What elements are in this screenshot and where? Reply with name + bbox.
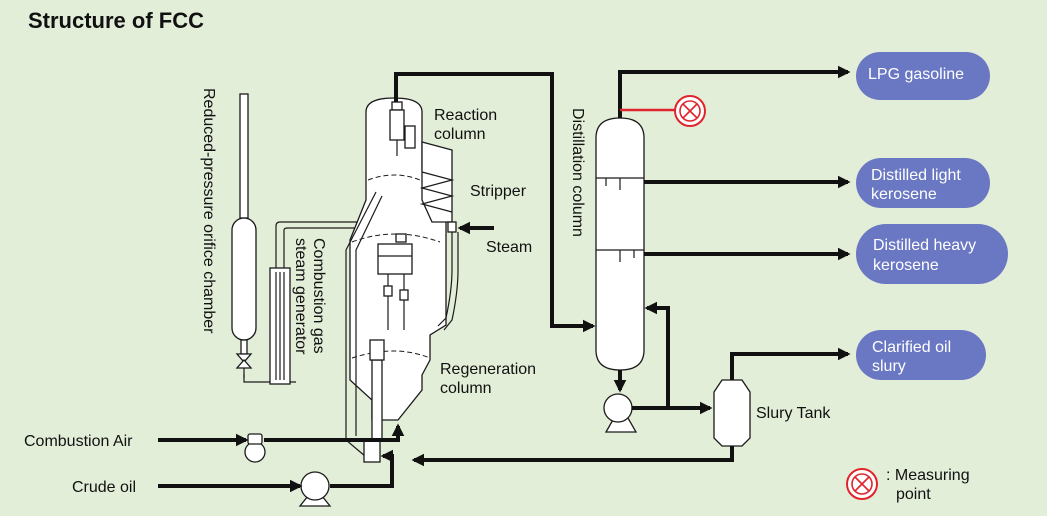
reflux-line [644, 301, 670, 408]
steam-generator [269, 221, 362, 385]
label-reaction-column-1: Reaction [434, 107, 497, 124]
product-label: Distilled heavy [873, 237, 976, 254]
slury-tank-vessel [713, 379, 751, 447]
label-regeneration-column-1: Regeneration [440, 361, 536, 378]
product-distilled-heavy-kerosene: Distilled heavy kerosene [856, 224, 1008, 284]
product-label-line2: slury [872, 358, 906, 375]
label-reaction-column-2: column [434, 126, 486, 143]
product-label-line2: kerosene [871, 186, 937, 203]
legend-label-2: point [896, 486, 931, 503]
label-steam-generator-2: steam generator [292, 238, 309, 355]
product-label: LPG gasoline [868, 66, 964, 83]
crude-to-riser-line [330, 449, 394, 488]
distillation-column [595, 117, 645, 371]
product-label: Clarified oil [872, 339, 951, 356]
label-combustion-air: Combustion Air [24, 433, 133, 450]
reactor-overhead-line [394, 72, 596, 333]
combustion-air-blower [244, 433, 266, 463]
bottoms-pump [603, 393, 638, 433]
slurry-recycle-line [411, 446, 734, 467]
label-orifice-chamber: Reduced-pressure orifice chamber [200, 88, 217, 334]
clarified-oil-line [730, 347, 851, 380]
product-label: Distilled light [871, 167, 961, 184]
lpg-gasoline-line [618, 65, 851, 118]
label-steam-generator-1: Combustion gas [310, 238, 327, 354]
legend-label-1: : Measuring [886, 467, 970, 484]
measuring-point-icon [674, 95, 706, 127]
product-label-line2: kerosene [873, 257, 939, 274]
legend: : Measuring point [846, 467, 970, 503]
crude-oil-pump [298, 471, 332, 507]
label-distillation-column: Distillation column [569, 108, 586, 237]
page-title: Structure of FCC [28, 8, 204, 33]
reactor-regenerator [345, 97, 459, 463]
product-distilled-light-kerosene: Distilled light kerosene [856, 158, 990, 208]
label-regeneration-column-2: column [440, 380, 492, 397]
label-steam: Steam [486, 239, 532, 256]
label-crude-oil: Crude oil [72, 479, 136, 496]
air-to-regenerator-line [264, 423, 405, 442]
product-clarified-oil-slury: Clarified oil slury [856, 330, 986, 380]
legend-measuring-point-icon [846, 468, 878, 500]
label-slury-tank: Slury Tank [756, 405, 831, 422]
product-lpg-gasoline: LPG gasoline [856, 52, 990, 100]
label-stripper: Stripper [470, 183, 527, 200]
